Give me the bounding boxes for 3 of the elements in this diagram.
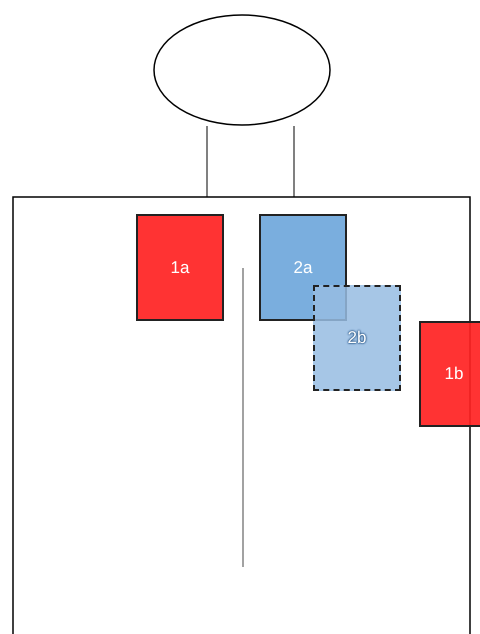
labeled-rectangle: 2b bbox=[313, 285, 401, 391]
labeled-rectangle: 1b bbox=[419, 321, 480, 427]
labeled-rectangle: 1a bbox=[136, 214, 224, 321]
